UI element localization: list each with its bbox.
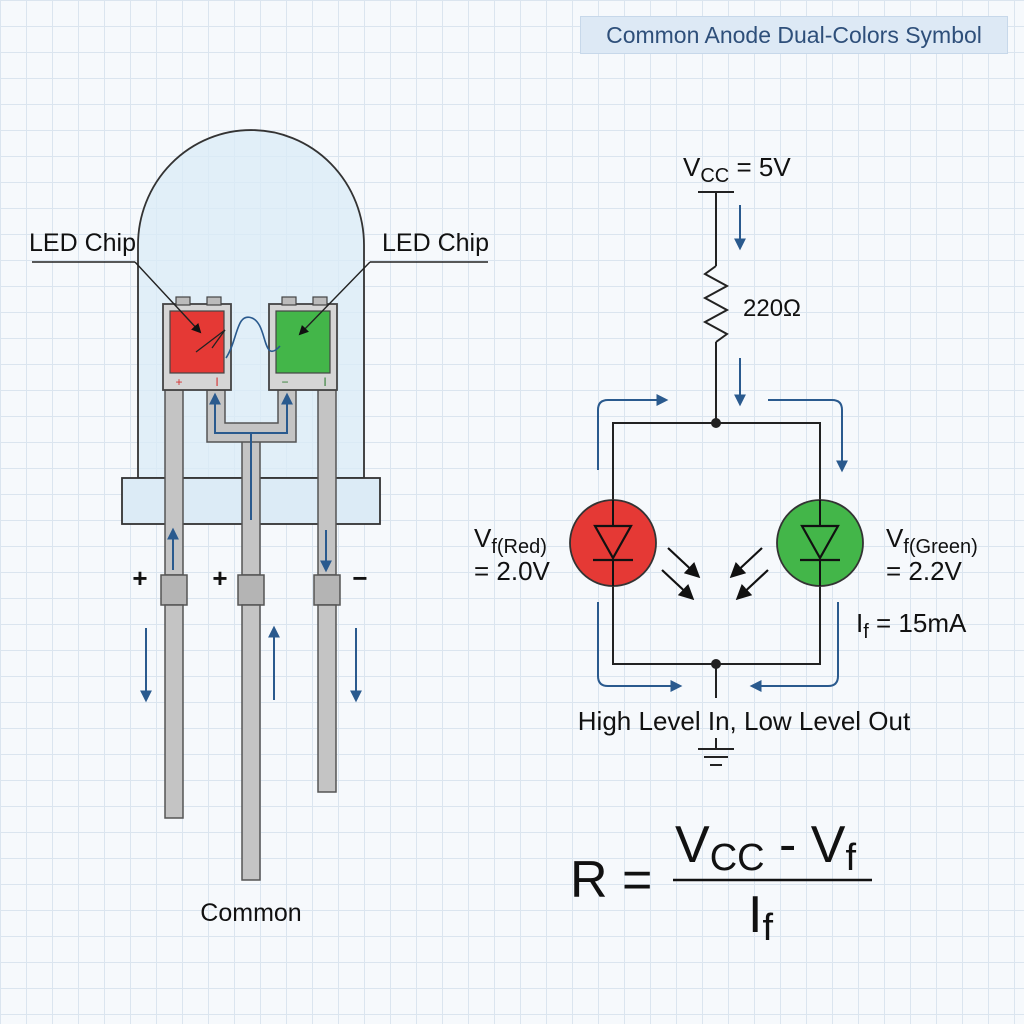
schematic: VCC = 5V 220Ω — [474, 152, 978, 766]
green-chip-plus-mark: − — [281, 375, 288, 389]
vf-red-value: = 2.0V — [474, 556, 551, 586]
circuit-wires — [612, 192, 821, 766]
resistor-label: 220Ω — [743, 295, 801, 322]
vf-red-label: Vf(Red) — [474, 523, 547, 558]
lead-right-sign: − — [352, 563, 367, 593]
formula-denominator: If — [748, 886, 773, 949]
red-diode-symbol — [569, 499, 657, 587]
green-diode-symbol — [776, 499, 864, 587]
led-dome — [137, 129, 365, 479]
led-chip-label-right: LED Chip — [382, 229, 489, 257]
lead-left — [160, 389, 188, 819]
lead-right — [313, 389, 341, 793]
forward-current-label: If = 15mA — [856, 608, 967, 643]
led-package: + I − I LED Chip LED Chip + + − — [29, 129, 489, 927]
junction-bottom — [711, 659, 721, 669]
diagram-title: Common Anode Dual-Colors Symbol — [580, 16, 1008, 54]
vf-green-value: = 2.2V — [886, 556, 963, 586]
current-flow-arrows-schematic — [597, 205, 848, 692]
leader-left-arrow — [134, 261, 202, 334]
red-chip-plus-mark: + — [175, 375, 182, 389]
green-led-chip: − I — [268, 296, 338, 391]
led-chip-label-left: LED Chip — [29, 229, 136, 257]
vcc-label: VCC = 5V — [683, 152, 791, 187]
vf-green-label: Vf(Green) — [886, 523, 978, 558]
common-label: Common — [200, 899, 301, 927]
red-led-chip: + I — [162, 296, 232, 391]
formula-numerator: VCC - Vf — [675, 816, 856, 879]
formula-lhs: R = — [570, 851, 652, 909]
lead-center-sign: + — [212, 563, 227, 593]
red-chip-minus-mark: I — [215, 375, 218, 389]
current-flow-arrows-package — [140, 392, 362, 703]
level-caption: High Level In, Low Level Out — [578, 706, 911, 736]
bond-wire — [225, 316, 281, 359]
light-emission-arrows — [661, 547, 769, 601]
resistor-formula: R = VCC - Vf If — [570, 816, 872, 949]
junction-top — [711, 418, 721, 428]
lead-left-sign: + — [132, 563, 147, 593]
leader-right-arrow — [298, 261, 371, 336]
green-chip-minus-mark: I — [323, 375, 326, 389]
